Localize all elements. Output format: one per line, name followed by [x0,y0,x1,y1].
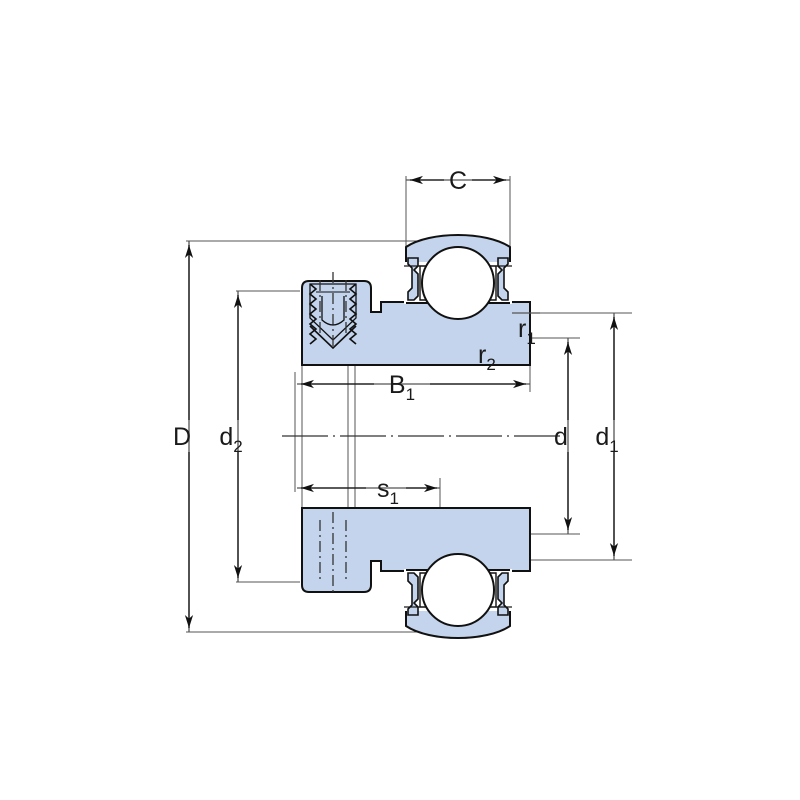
rolling-element-ball-lower [421,553,495,627]
dimension-label-B1: B1 [389,371,415,404]
dimension-d1: d1 [595,313,619,560]
thread-profile-left [308,283,318,345]
dimension-label-C: C [449,167,467,195]
hidden-centerlines-lower [319,512,347,596]
screw-point-cone [309,325,357,350]
thread-profile-right [348,283,358,345]
grub-screw-thread-detail [308,272,358,350]
dimension-B1: B1 [297,371,530,404]
dimension-label-D: D [173,423,191,451]
dimension-label-s1: s1 [377,475,399,508]
dimension-D: D [173,241,194,632]
dimension-d2: d2 [219,291,243,582]
dimension-C: C [406,167,510,195]
screw-socket-recess [321,296,345,326]
rolling-element-ball-upper [421,246,495,320]
dimension-d: d [554,338,573,534]
dimension-label-r1: r1 [518,315,536,348]
hidden-centerlines-upper [319,272,347,346]
dimension-label-r2: r2 [478,341,496,374]
dimension-label-d: d [554,423,568,451]
dimension-label-d1: d1 [595,423,618,456]
dimension-s1: s1 [297,475,440,508]
seal-assembly-lower [404,553,512,627]
seal-assembly-upper [404,246,512,320]
dimension-r1: r1 [512,312,540,348]
dimension-label-d2: d2 [219,423,242,456]
dimension-r2: r2 [478,341,496,374]
